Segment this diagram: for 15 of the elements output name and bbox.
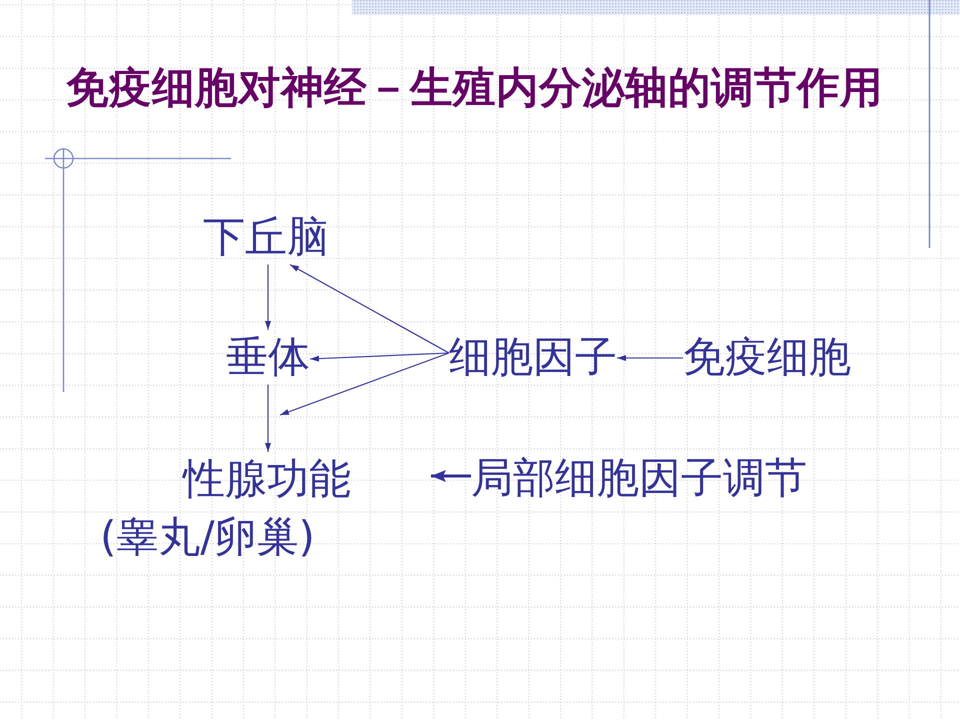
arrow: [310, 352, 450, 362]
node-caption: (睾丸/卵巢): [100, 511, 315, 563]
arrow: [431, 470, 471, 482]
arrow: [280, 352, 450, 416]
arrow: [617, 355, 683, 361]
node-label: 性腺功能: [183, 452, 351, 507]
node-label: 垂体: [226, 330, 310, 385]
arrow: [265, 264, 271, 330]
node-label: 下丘脑: [203, 210, 329, 265]
node-label: 免疫细胞: [683, 330, 851, 385]
node-label: 局部细胞因子调节: [471, 451, 807, 506]
arrow: [265, 384, 271, 452]
node-label: 细胞因子: [449, 330, 617, 385]
arrow: [290, 264, 450, 354]
slide-title: 免疫细胞对神经－生殖内分泌轴的调节作用: [66, 63, 883, 114]
